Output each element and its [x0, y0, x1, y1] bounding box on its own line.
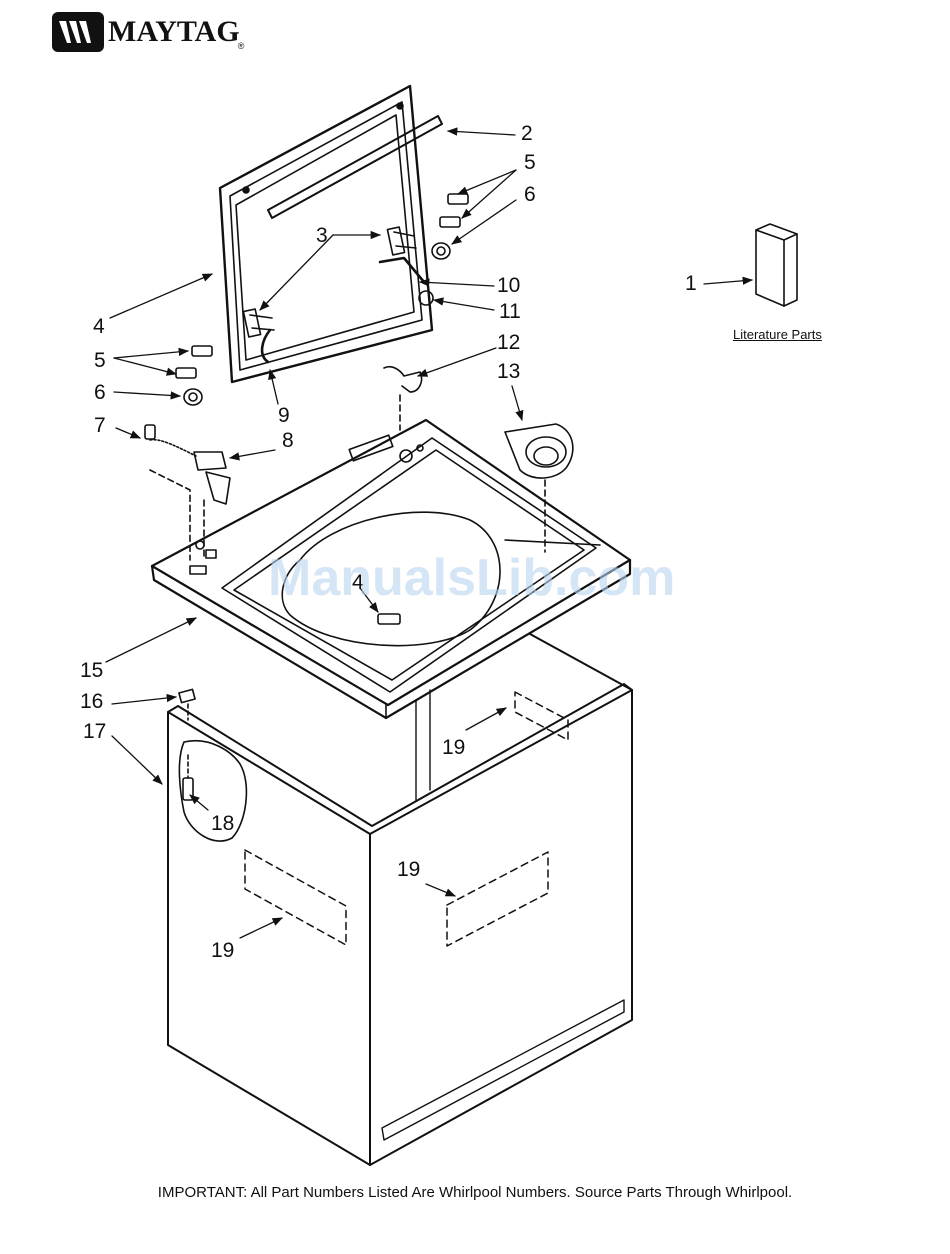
lid-switch — [145, 425, 230, 560]
literature-booklet — [756, 224, 797, 306]
callout-13: 13 — [497, 361, 520, 382]
callout-6-left: 6 — [94, 382, 106, 403]
callout-16: 16 — [80, 691, 103, 712]
dispenser-cup — [505, 424, 573, 552]
callout-leaders — [106, 131, 752, 938]
callout-3: 3 — [316, 225, 328, 246]
hinge-rods — [262, 258, 424, 362]
callout-2: 2 — [521, 123, 533, 144]
callout-5-left: 5 — [94, 350, 106, 371]
callout-11: 11 — [499, 301, 521, 322]
callout-5-right: 5 — [524, 152, 536, 173]
callout-6-right: 6 — [524, 184, 536, 205]
cabinet — [168, 634, 632, 1165]
watermark: ManualsLib.com — [268, 548, 675, 608]
callout-19-side: 19 — [397, 859, 420, 880]
literature-parts-label: Literature Parts — [733, 327, 822, 342]
callout-15: 15 — [80, 660, 103, 681]
callout-12: 12 — [497, 332, 520, 353]
callout-1: 1 — [685, 273, 697, 294]
lid-hinges — [243, 227, 416, 337]
callout-4-lid: 4 — [93, 316, 105, 337]
lid-clip — [384, 367, 422, 430]
lid-bumper-strip — [268, 116, 442, 218]
callout-17: 17 — [83, 721, 106, 742]
top-screw — [378, 614, 400, 624]
callout-18: 18 — [211, 813, 234, 834]
callout-19-front: 19 — [211, 940, 234, 961]
callout-9: 9 — [278, 405, 290, 426]
callout-19-rear: 19 — [442, 737, 465, 758]
callout-10: 10 — [497, 275, 520, 296]
callout-7: 7 — [94, 415, 106, 436]
footer-note: IMPORTANT: All Part Numbers Listed Are W… — [0, 1184, 950, 1201]
decal-areas — [245, 692, 568, 946]
callout-8: 8 — [282, 430, 294, 451]
